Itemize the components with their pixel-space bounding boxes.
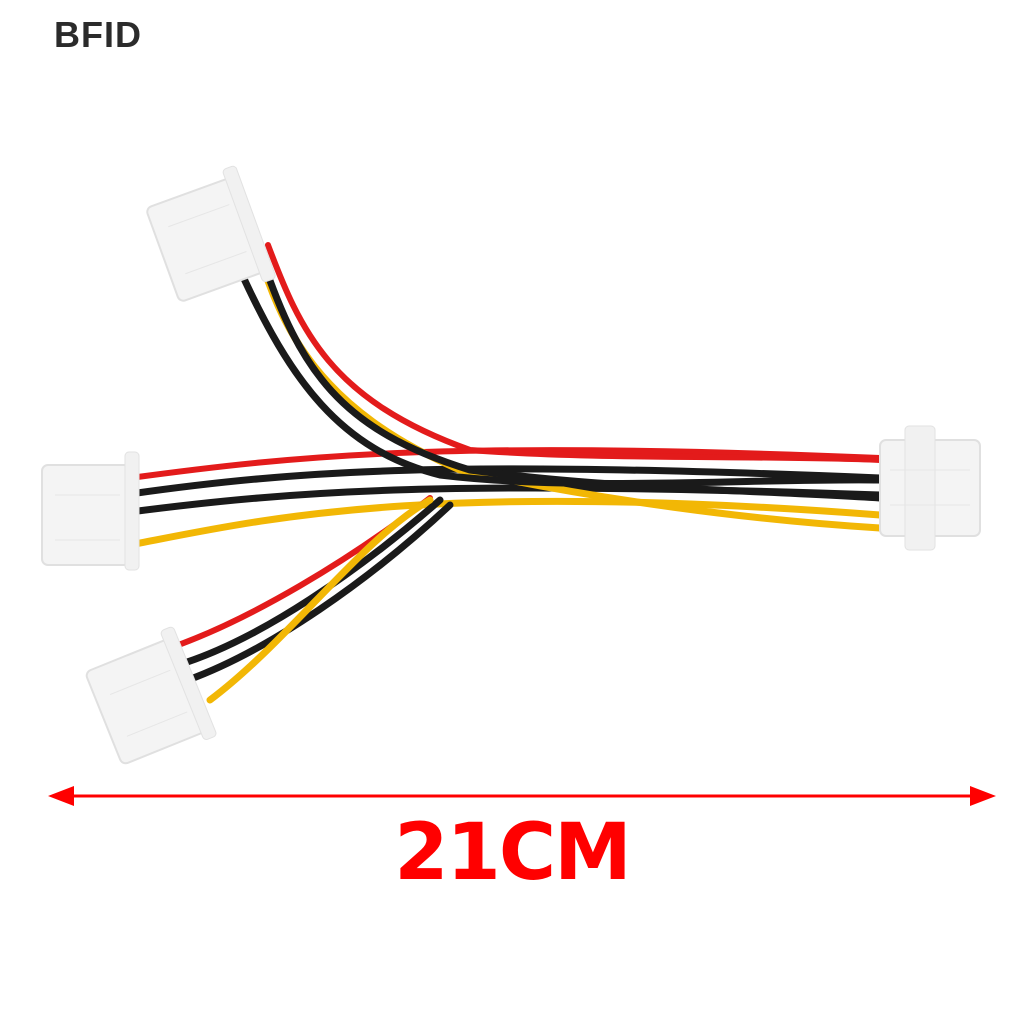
- connector-top-left: [146, 165, 276, 302]
- dimension-arrow: [48, 786, 996, 806]
- connector-bottom-left: [85, 626, 217, 765]
- connector-right: [879, 425, 981, 551]
- wires-bottom: [167, 495, 454, 704]
- wires-middle: [126, 447, 884, 549]
- length-label: 21CM: [394, 808, 631, 898]
- wires-top: [236, 236, 884, 532]
- brand-logo: BFID: [54, 14, 142, 55]
- connector-middle-left: [41, 451, 140, 571]
